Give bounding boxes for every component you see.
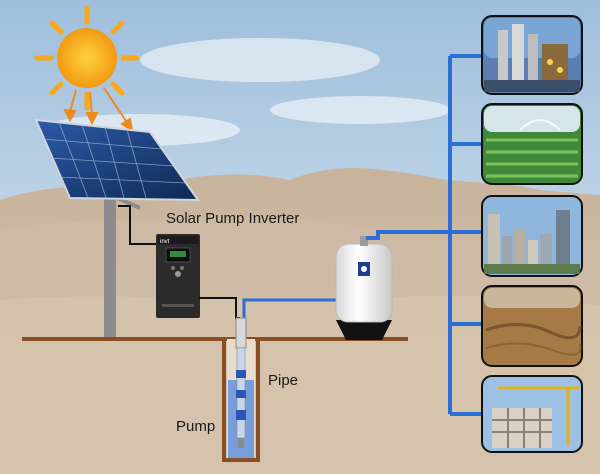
solar-panel-icon <box>34 118 200 337</box>
inverter-label: Solar Pump Inverter <box>166 210 300 227</box>
sun-ray-arrows <box>63 87 134 132</box>
inverter-brand: invt <box>160 239 170 245</box>
inverter-icon: invt <box>156 234 200 318</box>
pump-label: Pump <box>176 418 216 435</box>
pipe-label: Pipe <box>268 372 299 389</box>
city-buildings-image <box>481 195 583 277</box>
pressure-tank-icon <box>335 236 393 340</box>
sun-icon <box>34 5 140 111</box>
panel-cable <box>118 205 160 245</box>
submersible-pump-icon <box>235 317 247 448</box>
distribution-pipes <box>366 54 482 416</box>
construction-site-image <box>481 375 583 453</box>
industrial-plant-image <box>481 15 583 95</box>
water-pipe <box>242 298 338 320</box>
irrigation-field-image <box>481 103 583 185</box>
dry-land-image <box>481 285 583 367</box>
